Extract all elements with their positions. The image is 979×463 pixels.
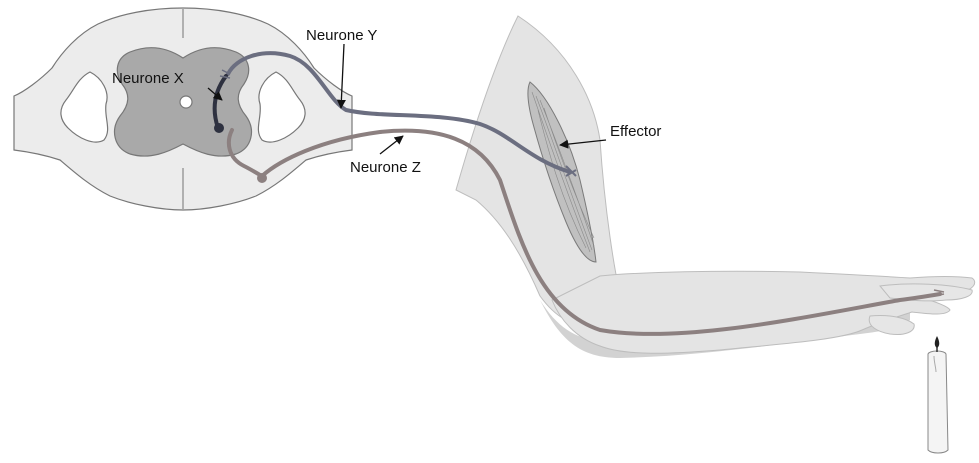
central-canal — [180, 96, 192, 108]
neurone-z-arrow — [380, 136, 403, 154]
effector-label: Effector — [610, 123, 661, 140]
arm — [456, 16, 975, 358]
flame-icon — [935, 336, 940, 348]
neurone-z-cell-body — [257, 173, 267, 183]
neurone-x-cell-body — [214, 123, 224, 133]
neurone-x-label: Neurone X — [112, 70, 184, 87]
candle — [928, 336, 948, 453]
candle-body — [928, 351, 948, 453]
spinal-cord-cross-section — [14, 8, 352, 210]
neurone-z-label: Neurone Z — [350, 159, 421, 176]
neurone-y-label: Neurone Y — [306, 27, 377, 44]
